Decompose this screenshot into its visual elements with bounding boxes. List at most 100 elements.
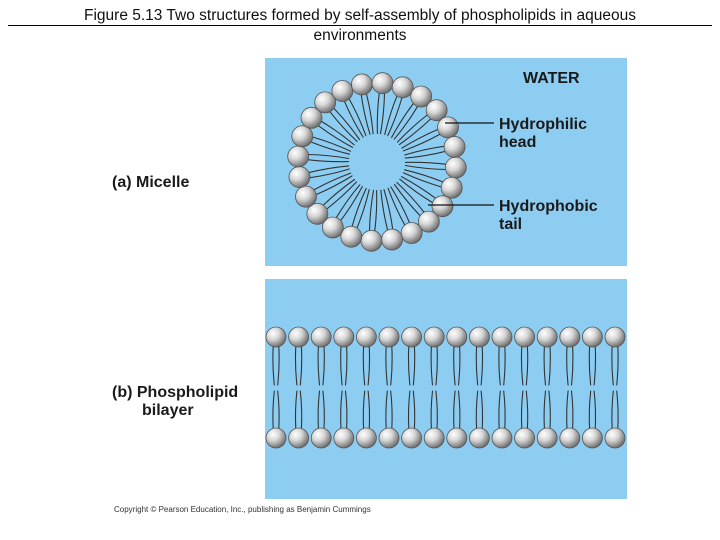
hydrophilic-head [582,427,603,449]
hydrophilic-head [378,326,400,348]
hydrophobic-tail [332,107,361,141]
hydrophobic-label-line1: Hydrophobic [499,198,598,215]
hydrophobic-tail [390,390,393,430]
hydrophobic-tail [312,172,352,191]
hydrophobic-tail [407,345,411,386]
hydrophobic-tail [457,345,461,386]
hydrophobic-tail [299,390,303,430]
hydrophilic-head [371,72,394,95]
figure-title: Figure 5.13 Two structures formed by sel… [8,6,712,45]
hydrophobic-tail [548,390,551,430]
hydrophobic-tail [307,165,350,174]
hydrophobic-tail [387,96,403,137]
hydrophobic-tail [611,345,614,386]
hydrophobic-tail [520,345,524,386]
hydrophilic-head [423,427,445,449]
hydrophobic-tail [335,184,361,219]
hydrophobic-tail [588,345,592,386]
hydrophobic-tail [385,390,388,430]
hydrophobic-tail [322,345,325,386]
hydrophobic-tail [325,181,358,211]
hydrophobic-tail [430,390,434,430]
hydrophobic-tail [317,345,321,386]
hydrophilic-head [425,99,448,122]
hydrophilic-head [331,80,354,102]
hydrophobic-tail [566,345,569,386]
hydrophobic-tail [328,110,358,143]
hydrophobic-tail [376,91,380,135]
hydrophobic-tail [404,164,447,171]
hydrophobic-tail [611,390,614,430]
hydrophobic-tail [339,185,363,222]
hydrophilic-head [431,195,454,218]
hydrophilic-head [400,222,423,244]
hydrophilic-head [288,166,311,188]
hydrophobic-tail [383,189,394,231]
hydrophobic-tail [306,159,350,163]
hydrophobic-tail [430,345,434,386]
hydrophobic-tail [570,390,574,430]
hydrophobic-tail [367,345,371,386]
hydrophobic-tail [299,345,303,386]
bilayer-water-panel [265,279,627,499]
hydrophobic-tail [365,92,374,135]
hydrophilic-head [310,326,332,348]
hydrophobic-tail [294,390,298,430]
hydrophobic-tail [356,188,370,230]
hydrophobic-tail [315,175,353,196]
hydrophilic-head [468,427,490,449]
hydrophobic-tail [317,124,354,148]
hydrophilic-head [291,125,314,148]
hydrophobic-tail [272,390,275,430]
hydrophobic-tail [320,120,355,146]
hydrophobic-tail [543,390,547,430]
hydrophobic-tail [402,172,443,188]
hydrophilic-head [604,326,626,348]
hydrophobic-tail [503,390,506,430]
hydrophobic-tail-label: Hydrophobic tail [499,198,619,234]
hydrophobic-tail [520,390,524,430]
hydrophobic-tail [548,345,551,386]
hydrophobic-tail [616,390,619,430]
hydrophobic-tail [401,128,439,149]
hydrophilic-head [423,326,445,348]
hydrophobic-tail [322,178,356,207]
hydrophobic-tail [322,390,325,430]
hydrophobic-tail [457,390,461,430]
hydrophilic-head [351,73,373,96]
hydrophobic-tail [498,345,501,386]
hydrophilic-head [468,326,490,348]
hydrophobic-tail [453,345,456,386]
hydrophobic-tail [400,176,437,200]
hydrophilic-head [444,156,467,179]
hydrophilic-head [378,427,400,449]
hydrophilic-head [306,202,329,225]
hydrophobic-tail [453,390,456,430]
hydrophilic-head [300,106,323,129]
hydrophilic-head [536,427,558,449]
hydrophilic-head [288,427,310,449]
micelle [287,72,467,252]
hydrophilic-head [265,427,287,449]
hydrophobic-tail [393,105,419,140]
hydrophobic-tail [272,345,275,386]
hydrophobic-tail [309,141,351,155]
hydrophobic-tail [616,345,619,386]
hydrophobic-tail [396,113,429,143]
hydrophobic-tail [525,345,529,386]
hydrophilic-head [604,427,626,449]
hydrophobic-tail [308,168,350,179]
hydrophilic-head [333,326,355,348]
hydrophobic-tail [348,97,367,137]
hydrophobic-tail [311,136,352,152]
hydrophobic-tail [343,100,364,138]
hydrophobic-tail [503,345,506,386]
hydrophobic-tail [475,345,479,386]
leader-lines [428,122,494,206]
hydrophobic-tail [380,189,389,232]
hydrophilic-head [401,427,423,449]
hydrophobic-tail [317,390,321,430]
figure-title-line2: environments [313,27,407,44]
hydrophilic-head [288,326,310,348]
